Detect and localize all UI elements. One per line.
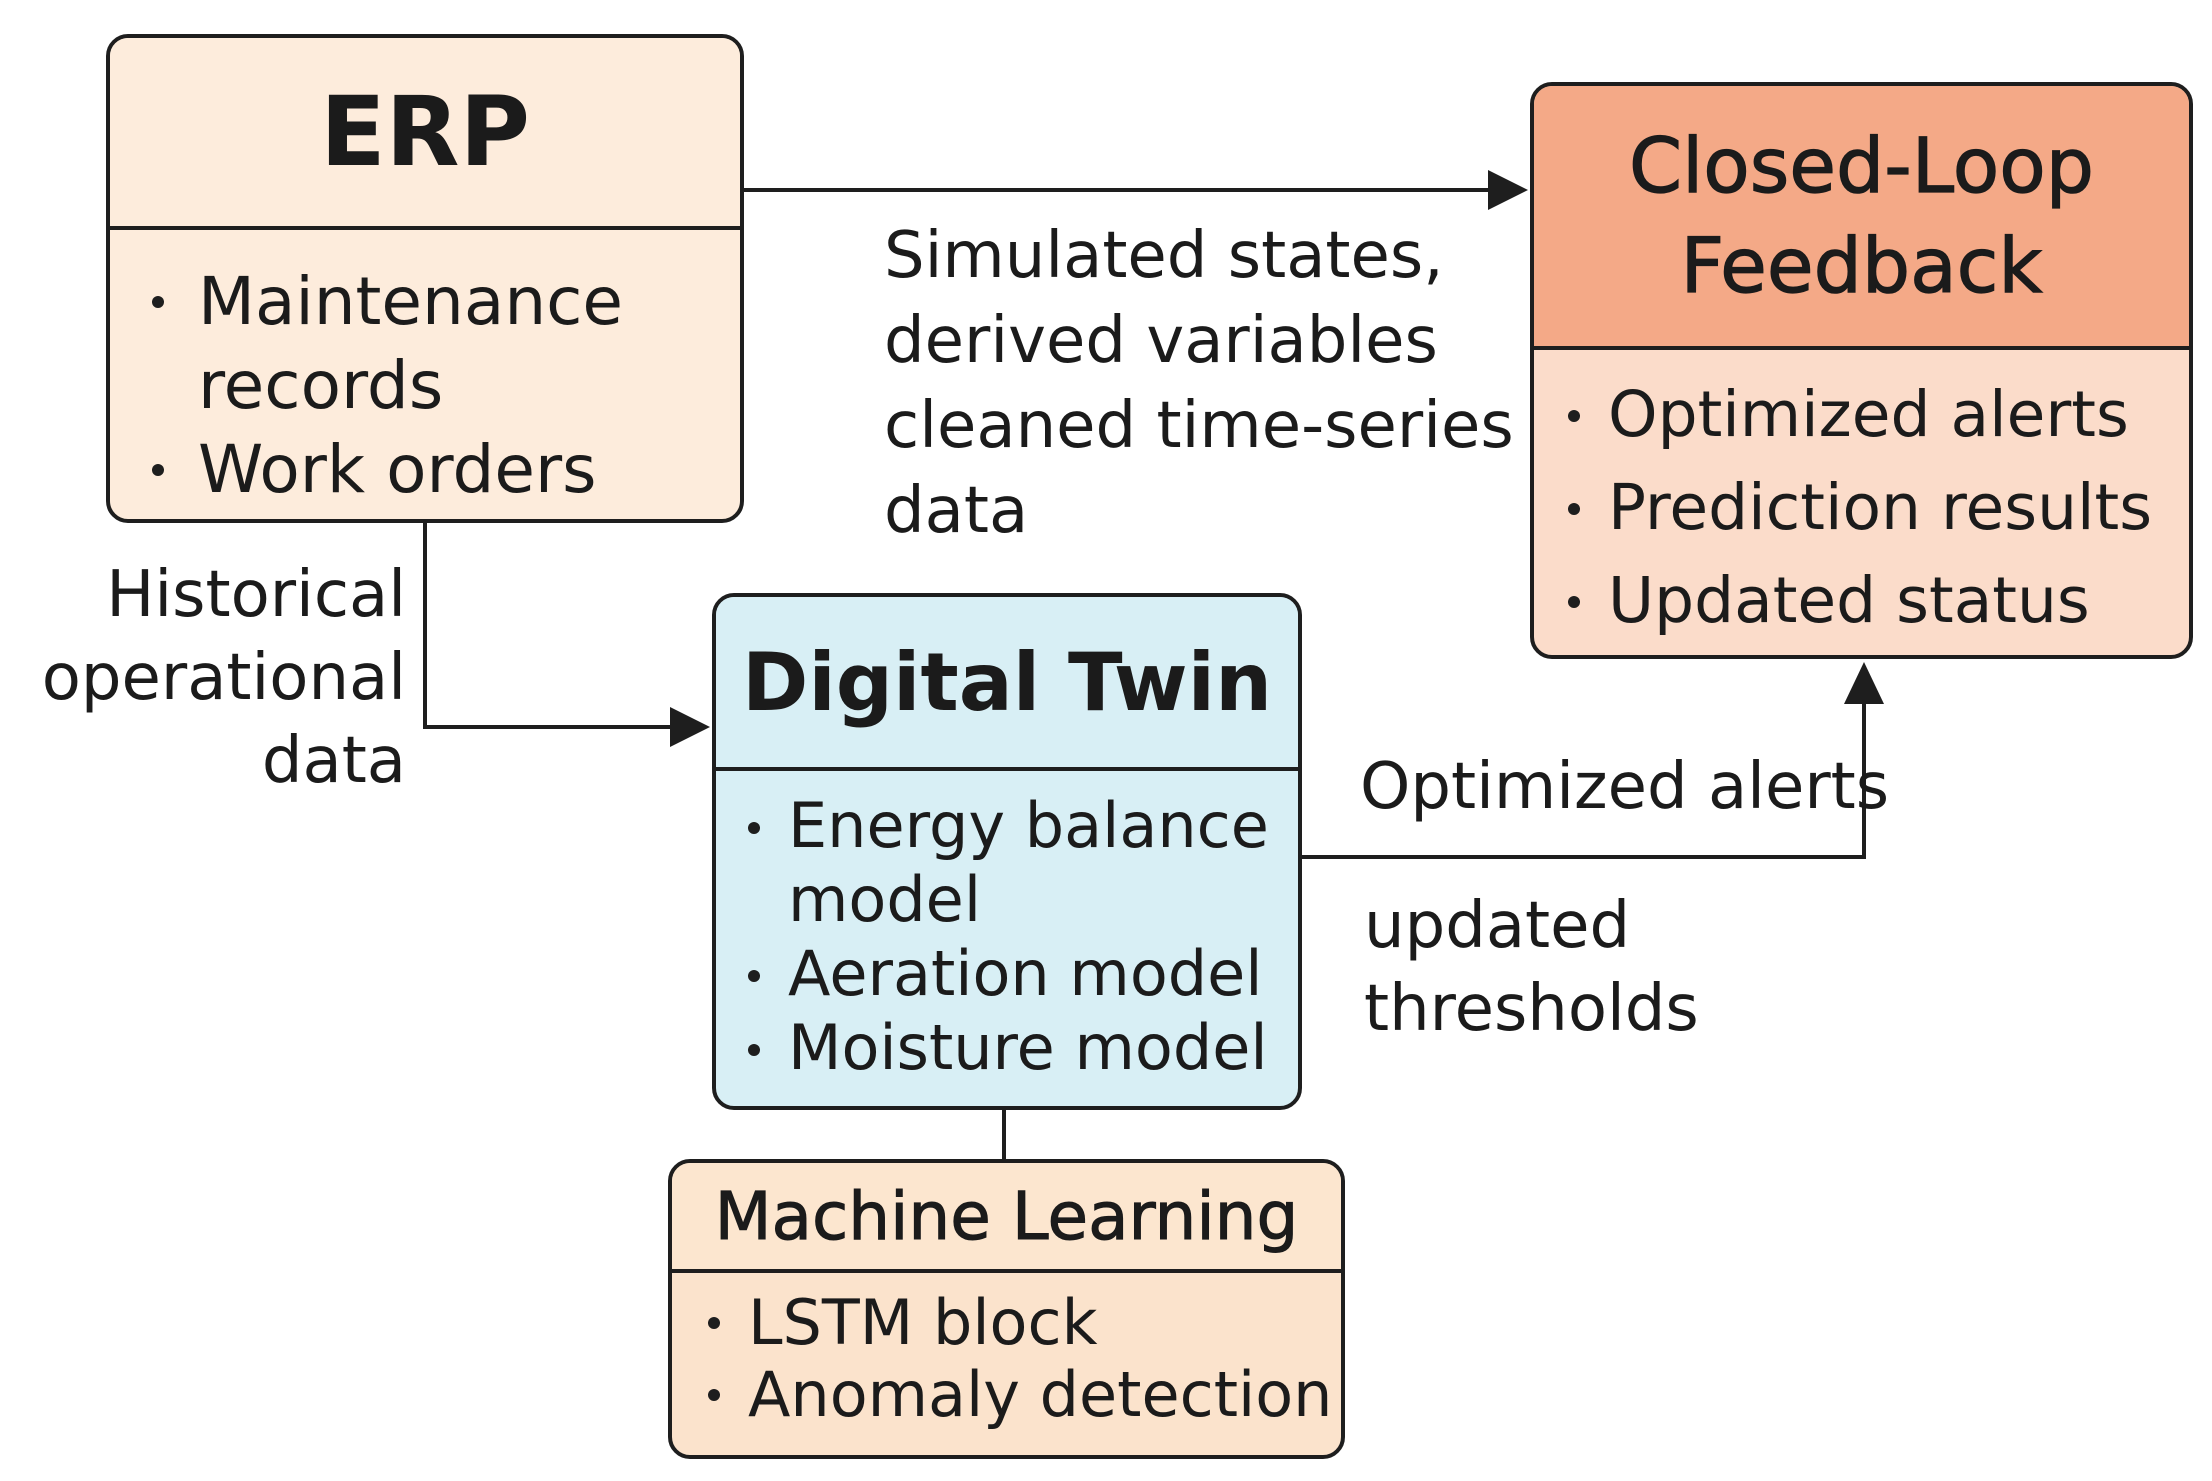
arrowhead-feedback-left	[1488, 170, 1528, 210]
machine-learning-box: Machine Learning LSTM block Anomaly dete…	[668, 1159, 1345, 1459]
edge-label-historical-data: Historical operational data	[41, 558, 406, 798]
feedback-item-optimized-alerts: Optimized alerts	[1568, 368, 2189, 461]
edge-label-simulated-states: Simulated states, derived variables clea…	[884, 219, 1514, 548]
closed-loop-feedback-item-list: Optimized alerts Prediction results Upda…	[1534, 350, 2189, 647]
erp-item-work-orders: Work orders	[152, 428, 740, 512]
closed-loop-feedback-box: Closed-Loop Feedback Optimized alerts Pr…	[1530, 82, 2193, 659]
arrow-twin-to-feedback	[1302, 704, 1866, 859]
machine-learning-item-list: LSTM block Anomaly detection	[672, 1273, 1341, 1431]
digital-twin-box: Digital Twin Energy balance model Aerati…	[712, 593, 1302, 1110]
ml-item-anomaly-detection: Anomaly detection	[708, 1359, 1341, 1431]
twin-item-energy-balance-model: Energy balance model	[748, 789, 1298, 937]
digital-twin-title: Digital Twin	[716, 597, 1298, 771]
feedback-item-updated-status: Updated status	[1568, 554, 2189, 647]
arrow-erp-to-twin	[423, 523, 670, 729]
erp-title: ERP	[110, 38, 740, 230]
erp-item-maintenance-records: Maintenance records	[152, 260, 740, 428]
erp-box: ERP Maintenance records Work orders	[106, 34, 744, 523]
ml-item-lstm-block: LSTM block	[708, 1287, 1341, 1359]
erp-item-list: Maintenance records Work orders	[110, 230, 740, 512]
arrowhead-feedback-bottom	[1844, 662, 1884, 704]
feedback-item-prediction-results: Prediction results	[1568, 461, 2189, 554]
edge-label-optimized-alerts: Optimized alerts	[1360, 750, 1890, 824]
closed-loop-feedback-title: Closed-Loop Feedback	[1534, 86, 2189, 350]
arrowhead-twin-left	[670, 707, 710, 747]
edge-label-updated-thresholds: updated thresholds	[1364, 889, 1699, 1046]
twin-item-moisture-model: Moisture model	[748, 1011, 1298, 1085]
twin-item-aeration-model: Aeration model	[748, 937, 1298, 1011]
digital-twin-item-list: Energy balance model Aeration model Mois…	[716, 771, 1298, 1085]
machine-learning-title: Machine Learning	[672, 1163, 1341, 1273]
